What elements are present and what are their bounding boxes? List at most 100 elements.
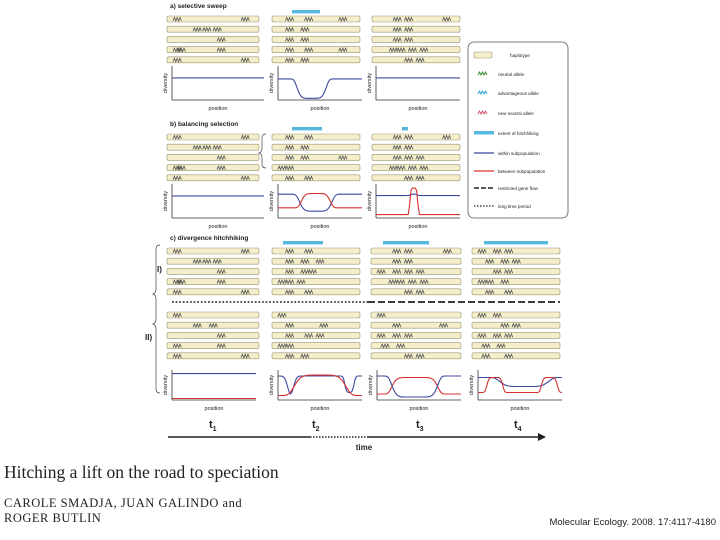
panel-a-title: a) selective sweep	[170, 3, 227, 10]
diversity-label: diversity	[367, 73, 373, 93]
neutral-allele-mark	[485, 258, 495, 265]
neutral-allele-mark	[392, 248, 402, 255]
neutral-allele-mark	[202, 26, 212, 33]
citation: Molecular Ecology. 2008. 17:4117-4180	[549, 517, 716, 528]
panel-a-block-1	[166, 15, 260, 64]
neutral-allele-mark	[392, 268, 402, 275]
neutral-allele-mark	[392, 36, 402, 43]
neutral-allele-mark	[176, 165, 186, 171]
neutral-allele-mark	[240, 57, 250, 63]
neutral-allele-mark	[216, 343, 226, 349]
neutral-allele-mark	[212, 258, 222, 265]
neutral-allele-mark	[477, 312, 487, 319]
neutral-allele-mark	[396, 47, 406, 53]
neutral-allele-mark	[202, 144, 212, 151]
extent-of-hitchhiking-bar	[484, 241, 548, 245]
haplotype-bar	[370, 342, 462, 349]
neutral-allele-mark	[208, 322, 218, 329]
haplotype-bar	[271, 332, 361, 339]
neutral-allele-mark	[285, 289, 295, 295]
haplotype-bar	[271, 352, 361, 360]
haplotype-bar	[166, 342, 260, 349]
neutral-allele-mark	[176, 279, 186, 285]
neutral-allele-mark	[419, 165, 429, 171]
neutral-allele-mark	[285, 248, 295, 255]
neutral-allele-mark	[172, 248, 182, 255]
neutral-allele-mark	[477, 279, 487, 285]
extent-of-hitchhiking-bar	[383, 241, 429, 245]
within-curve	[376, 193, 460, 197]
panel-c-block-bottom	[471, 311, 561, 360]
neutral-allele-mark	[277, 165, 287, 171]
legend-extent-swatch	[474, 131, 494, 135]
neutral-allele-mark	[240, 289, 250, 295]
neutral-allele-mark	[500, 279, 510, 285]
neutral-allele-mark	[277, 279, 287, 285]
diversity-curve	[278, 78, 362, 99]
neutral-allele-mark	[285, 36, 295, 43]
position-label: position	[409, 106, 428, 112]
panel-b-block-1	[166, 133, 260, 182]
neutral-allele-mark	[504, 332, 514, 339]
paper-title: Hitching a lift on the road to speciatio…	[4, 462, 279, 482]
haplotype-bar	[166, 133, 260, 141]
legend-within-subpopulation: within subpopulation	[498, 151, 540, 156]
legend-long-time-period: long time period	[498, 204, 531, 209]
haplotype-bar	[370, 311, 462, 319]
neutral-allele-mark	[172, 312, 182, 319]
neutral-allele-mark	[392, 154, 402, 161]
between-curve	[278, 374, 362, 397]
neutral-allele-mark	[376, 268, 386, 275]
panel-a-block-2	[271, 15, 361, 64]
position-label: position	[311, 224, 330, 230]
panel-c-title: c) divergence hitchhiking	[170, 235, 248, 242]
between-curve	[478, 376, 563, 394]
neutral-allele-mark	[481, 353, 491, 359]
haplotype-bar	[166, 247, 260, 255]
neutral-allele-mark	[442, 16, 452, 23]
legend-extent-of-hitchhiking: extent of hitchhiking	[498, 131, 539, 136]
time-point-label: t4	[514, 419, 522, 433]
time-axis-arrow	[538, 433, 546, 441]
neutral-allele-mark	[419, 47, 429, 53]
neutral-allele-mark	[240, 175, 250, 181]
neutral-allele-mark	[216, 154, 226, 161]
diversity-label: diversity	[269, 73, 275, 93]
haplotype-bar	[371, 36, 461, 43]
neutral-allele-mark	[485, 289, 495, 295]
neutral-allele-mark	[319, 322, 329, 329]
haplotype-bar	[271, 25, 361, 33]
neutral-allele-mark	[376, 332, 386, 339]
extent-of-hitchhiking-bar	[292, 10, 320, 14]
neutral-allele-mark	[407, 165, 417, 171]
legend-new-neutral-allele-swatch	[477, 109, 488, 116]
neutral-allele-mark	[388, 165, 398, 171]
neutral-allele-mark	[388, 47, 398, 53]
position-label: position	[205, 406, 224, 412]
neutral-allele-mark	[172, 134, 182, 141]
neutral-allele-mark	[300, 144, 310, 151]
neutral-allele-mark	[492, 268, 502, 275]
hitchhiking-figure: a) selective sweep position diversity posit…	[145, 3, 569, 452]
haplotype-bar	[271, 311, 361, 319]
haplotype-bar	[271, 133, 361, 141]
time-point-label: t2	[312, 419, 320, 433]
neutral-allele-mark	[504, 353, 514, 359]
subpopulation-label-1: I)	[157, 265, 162, 274]
haplotype-bar	[371, 25, 461, 33]
neutral-allele-mark	[192, 26, 202, 33]
neutral-allele-mark	[404, 36, 414, 43]
haplotype-bar	[166, 311, 260, 319]
panel-a-block-3	[371, 15, 461, 64]
neutral-allele-mark	[240, 16, 250, 23]
neutral-allele-mark	[338, 16, 348, 23]
neutral-allele-mark	[376, 312, 386, 319]
panel-c-block-bottom	[166, 311, 260, 360]
neutral-allele-mark	[300, 154, 310, 161]
haplotype-bar	[271, 143, 361, 151]
neutral-allele-mark	[415, 57, 425, 63]
neutral-allele-mark	[392, 332, 402, 339]
neutral-allele-mark	[403, 268, 413, 275]
neutral-allele-mark	[176, 47, 186, 53]
legend-restricted-gene-flow: restricted gene flow	[498, 186, 539, 191]
